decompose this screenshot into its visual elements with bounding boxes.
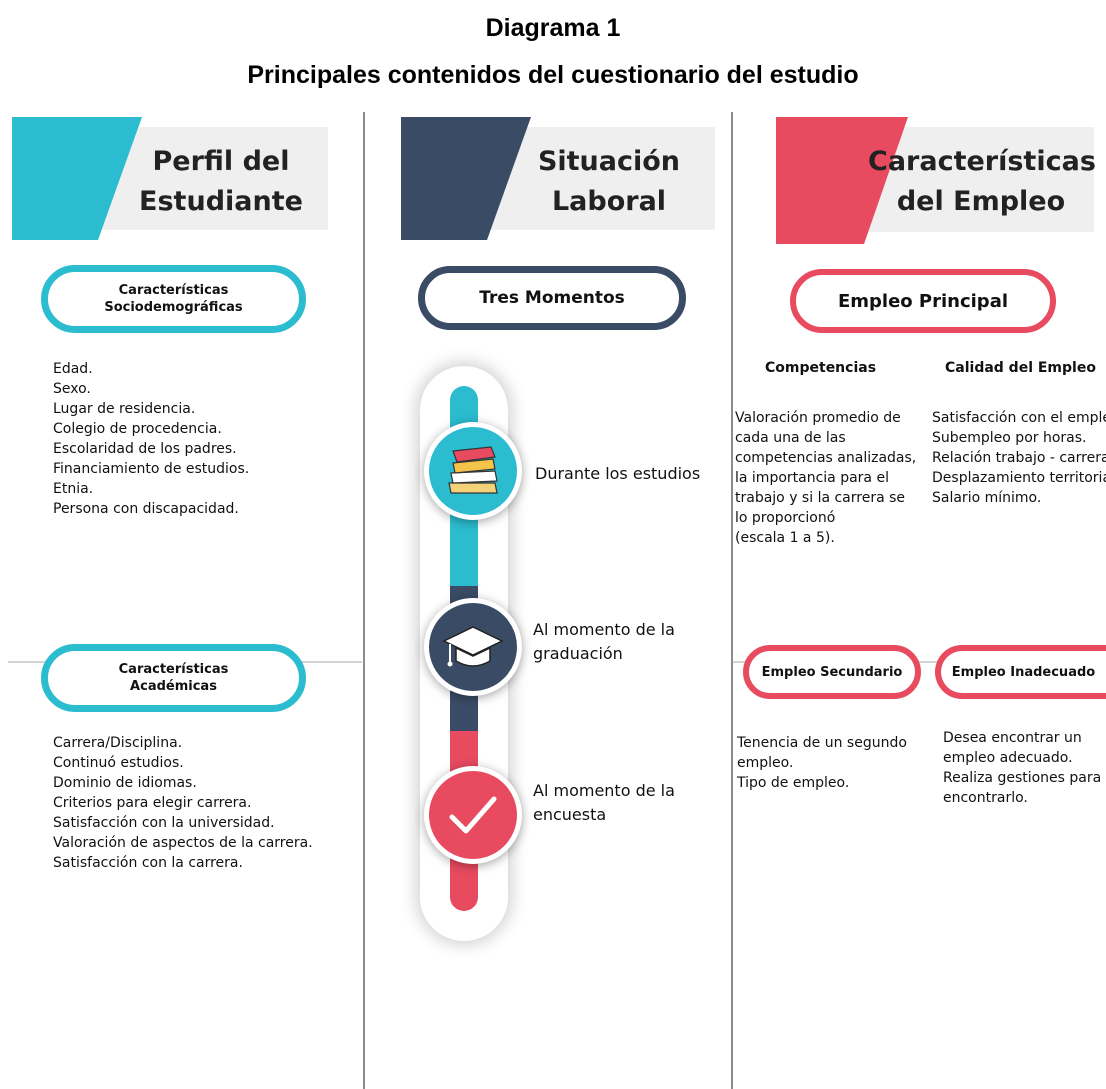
pill-line: Características: [118, 662, 229, 677]
list-item: Carrera/Disciplina.: [53, 735, 183, 751]
text-line: trabajo y si la carrera se: [735, 490, 906, 506]
stage-label-3: Al momento de la encuesta: [533, 779, 675, 827]
pill-label: Tres Momentos: [479, 288, 625, 308]
banner-title: Características del Empleo: [868, 142, 1096, 222]
pill-academicas: Características Académicas: [41, 644, 306, 712]
pill-empleo-inadecuado: Empleo Inadecuado: [935, 645, 1106, 699]
text-calidad-empleo: Satisfacción con el empleo. Subempleo po…: [932, 408, 1106, 508]
list-academicas: Carrera/Disciplina. Continuó estudios. D…: [53, 733, 313, 873]
pill-line: Características: [118, 283, 229, 298]
list-item: Financiamiento de estudios.: [53, 461, 250, 477]
stage-label-2: Al momento de la graduación: [533, 618, 675, 666]
text-empleo-inadecuado: Desea encontrar un empleo adecuado. Real…: [943, 728, 1101, 808]
text-line: empleo adecuado.: [943, 750, 1073, 766]
diagram-title: Diagrama 1: [485, 14, 621, 42]
banner-parallelogram: [776, 117, 908, 244]
stage-label-line: Al momento de la: [533, 620, 675, 639]
list-item: Sexo.: [53, 381, 91, 397]
text-competencias: Valoración promedio de cada una de las c…: [735, 408, 916, 548]
stage-circle-1: [424, 422, 522, 520]
stage-label-line: Durante los estudios: [535, 464, 701, 483]
text-line: empleo.: [737, 755, 794, 771]
text-line: la importancia para el: [735, 470, 889, 486]
list-item: Edad.: [53, 361, 93, 377]
column-divider-right: [731, 112, 733, 1089]
text-line: Tipo de empleo.: [737, 775, 850, 791]
stage-label-line: encuesta: [533, 805, 607, 824]
pill-tres-momentos: Tres Momentos: [418, 266, 686, 330]
graduation-cap-icon: [442, 626, 504, 667]
list-item: Satisfacción con la universidad.: [53, 815, 275, 831]
text-line: Desplazamiento territorial.: [932, 470, 1106, 486]
banner-title: Situación Laboral: [503, 142, 715, 222]
pill-line: Sociodemográficas: [104, 300, 243, 315]
banner-line: Estudiante: [139, 186, 303, 217]
banner-parallelogram: [12, 117, 142, 240]
text-line: Valoración promedio de: [735, 410, 901, 426]
row-divider-empleo: [733, 661, 1106, 663]
banner-line: Características: [868, 146, 1096, 177]
list-item: Colegio de procedencia.: [53, 421, 222, 437]
pill-sociodemograficas: Características Sociodemográficas: [41, 265, 306, 333]
banner-situacion: Situación Laboral: [401, 117, 715, 240]
stage-circle-3: [424, 766, 522, 864]
pill-empleo-secundario: Empleo Secundario: [743, 645, 921, 699]
banner-line: Perfil del: [152, 146, 290, 177]
text-line: Tenencia de un segundo: [737, 735, 907, 751]
text-line: Desea encontrar un: [943, 730, 1082, 746]
stage-label-line: Al momento de la: [533, 781, 675, 800]
text-line: Realiza gestiones para: [943, 770, 1102, 786]
banner-title: Perfil del Estudiante: [114, 142, 328, 222]
column-divider-left: [363, 112, 365, 1089]
pill-label: Empleo Inadecuado: [951, 664, 1096, 680]
list-item: Criterios para elegir carrera.: [53, 795, 252, 811]
text-line: Subempleo por horas.: [932, 430, 1087, 446]
heading-calidad-empleo: Calidad del Empleo: [945, 360, 1096, 376]
list-item: Lugar de residencia.: [53, 401, 196, 417]
list-item: Continuó estudios.: [53, 755, 184, 771]
diagram-subtitle: Principales contenidos del cuestionario …: [247, 61, 859, 89]
banner-perfil: Perfil del Estudiante: [12, 117, 328, 240]
list-item: Valoración de aspectos de la carrera.: [53, 835, 313, 851]
banner-line: Laboral: [551, 186, 667, 217]
text-line: Satisfacción con el empleo.: [932, 410, 1106, 426]
books-icon: [448, 446, 498, 494]
banner-caracteristicas: Características del Empleo: [776, 117, 1096, 244]
text-line: encontrarlo.: [943, 790, 1028, 806]
pill-line: Académicas: [130, 679, 217, 694]
heading-competencias: Competencias: [765, 360, 877, 376]
banner-line: Situación: [537, 146, 681, 177]
stage-circle-2: [424, 598, 522, 696]
banner-line: del Empleo: [896, 186, 1066, 217]
list-item: Etnia.: [53, 481, 94, 497]
text-line: (escala 1 a 5).: [735, 530, 835, 546]
stage-label-1: Durante los estudios: [535, 462, 700, 486]
list-item: Persona con discapacidad.: [53, 501, 239, 517]
stage-label-line: graduación: [533, 644, 623, 663]
text-line: Relación trabajo - carrera.: [932, 450, 1106, 466]
text-line: Salario mínimo.: [932, 490, 1042, 506]
text-empleo-secundario: Tenencia de un segundo empleo. Tipo de e…: [737, 733, 907, 793]
pill-label: Empleo Principal: [837, 290, 1009, 312]
list-item: Satisfacción con la carrera.: [53, 855, 243, 871]
banner-parallelogram: [401, 117, 531, 240]
list-item: Escolaridad de los padres.: [53, 441, 237, 457]
list-item: Dominio de idiomas.: [53, 775, 197, 791]
checkmark-icon: [449, 796, 497, 834]
text-line: lo proporcionó: [735, 510, 836, 526]
text-line: competencias analizadas,: [735, 450, 917, 466]
list-sociodemograficas: Edad. Sexo. Lugar de residencia. Colegio…: [53, 359, 249, 519]
text-line: cada una de las: [735, 430, 846, 446]
pill-empleo-principal: Empleo Principal: [790, 269, 1056, 333]
pill-label: Empleo Secundario: [761, 664, 903, 680]
